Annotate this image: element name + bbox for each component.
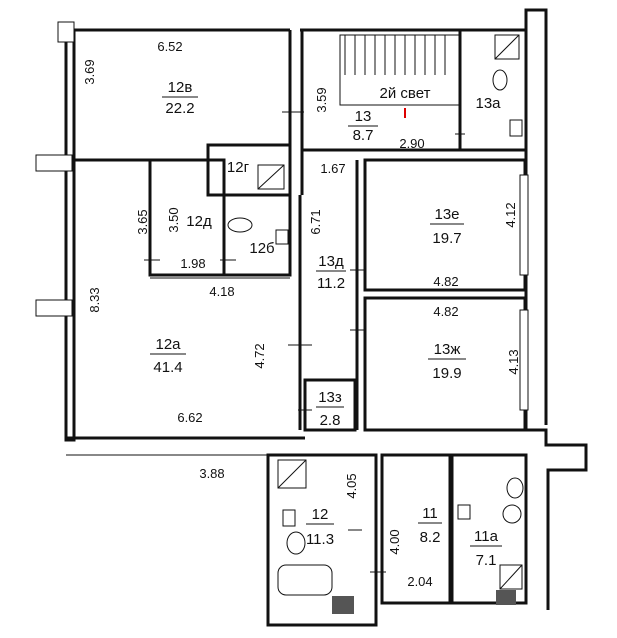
room-13z-frame: [303, 378, 357, 432]
dim-4-05: 4.05: [344, 473, 359, 498]
room-13d-id: 13д: [318, 253, 344, 270]
room-13-id: 13: [355, 108, 372, 125]
stair-treads: [344, 35, 446, 75]
dim-1-98: 1.98: [180, 256, 205, 271]
room-13e-id: 13е: [434, 206, 459, 223]
room-11a-id: 11а: [474, 528, 499, 545]
column-left: [332, 596, 354, 614]
dim-4-12: 4.12: [503, 202, 518, 227]
walls: [35, 8, 588, 627]
second-light-label: 2й свет: [380, 85, 431, 102]
room-13-area: 8.7: [353, 127, 374, 144]
dim-6-52: 6.52: [157, 39, 182, 54]
left-pier-2: [35, 154, 73, 172]
sink-13a-icon: [509, 119, 523, 137]
room-13d-area: 11.2: [317, 275, 345, 292]
toilet-11a-top-icon: [506, 477, 524, 499]
dim-4-82-bottom: 4.82: [433, 304, 458, 319]
room-12b-frame: [222, 193, 292, 277]
outer-wall-right-upper: [524, 8, 548, 425]
room-13e-area: 19.7: [432, 230, 461, 247]
room-13e-frame: [363, 158, 527, 292]
sink-11a-icon: [457, 504, 471, 520]
room-13z-area: 2.8: [320, 412, 341, 429]
room-12a-area: 41.4: [153, 359, 182, 376]
room-12b-id: 12б: [249, 240, 274, 257]
left-pier-3: [35, 299, 73, 317]
toilet-11a-icon: [502, 504, 522, 524]
room-13z-id: 13з: [318, 389, 342, 406]
dim-3-69: 3.69: [82, 59, 97, 84]
dim-3-65: 3.65: [135, 209, 150, 234]
room-11-area: 8.2: [420, 529, 441, 546]
dim-4-18: 4.18: [209, 284, 234, 299]
dim-8-33: 8.33: [87, 287, 102, 312]
dim-3-88: 3.88: [199, 466, 224, 481]
room-12-area: 11.3: [306, 531, 334, 548]
dim-1-67: 1.67: [320, 161, 345, 176]
room-12-id: 12: [312, 506, 329, 523]
dim-4-72: 4.72: [252, 343, 267, 368]
left-pier-1: [57, 21, 75, 43]
room-13zh-area: 19.9: [432, 365, 461, 382]
toilet-12b-icon: [227, 217, 253, 233]
bathtub-12-icon: [277, 564, 333, 596]
room-12g-id: 12г: [227, 159, 250, 176]
dimension-ticks: [144, 111, 465, 573]
column-right: [496, 590, 516, 605]
dim-2-04: 2.04: [407, 574, 432, 589]
room-13a-id: 13а: [475, 95, 501, 112]
room-13zh-id: 13ж: [434, 341, 461, 358]
dim-6-71: 6.71: [308, 209, 323, 234]
dim-4-13: 4.13: [506, 349, 521, 374]
lower-right-wall: [526, 428, 588, 610]
room-11-id: 11: [422, 505, 438, 522]
window-right-2: [519, 309, 529, 411]
dim-6-62: 6.62: [177, 410, 202, 425]
dimension-labels: 6.52 3.69 3.59 2.90 1.67 3.65 3.50 6.71 …: [82, 39, 521, 589]
fixtures: [227, 34, 524, 596]
room-labels: 12в 22.2 12г 12д 12б 12а 41.4 13 8.7 2й …: [150, 79, 502, 569]
dim-3-59: 3.59: [314, 87, 329, 112]
room-12-frame: [266, 453, 378, 627]
outer-wall-left: [64, 28, 76, 442]
toilet-12-icon: [286, 531, 306, 555]
room-12v-id: 12в: [168, 79, 193, 96]
dim-4-82-top: 4.82: [433, 274, 458, 289]
window-right-1: [519, 174, 529, 276]
room-12v-area: 22.2: [165, 100, 194, 117]
sink-12b-icon: [275, 229, 289, 245]
sink-12-icon: [282, 509, 296, 527]
dim-3-50: 3.50: [166, 207, 181, 232]
dim-4-00: 4.00: [387, 529, 402, 554]
toilet-13a-icon: [492, 69, 508, 91]
room-12d-id: 12д: [186, 213, 212, 230]
dim-2-90: 2.90: [399, 136, 424, 151]
room-12a-id: 12а: [155, 336, 181, 353]
room-11a-area: 7.1: [476, 552, 497, 569]
